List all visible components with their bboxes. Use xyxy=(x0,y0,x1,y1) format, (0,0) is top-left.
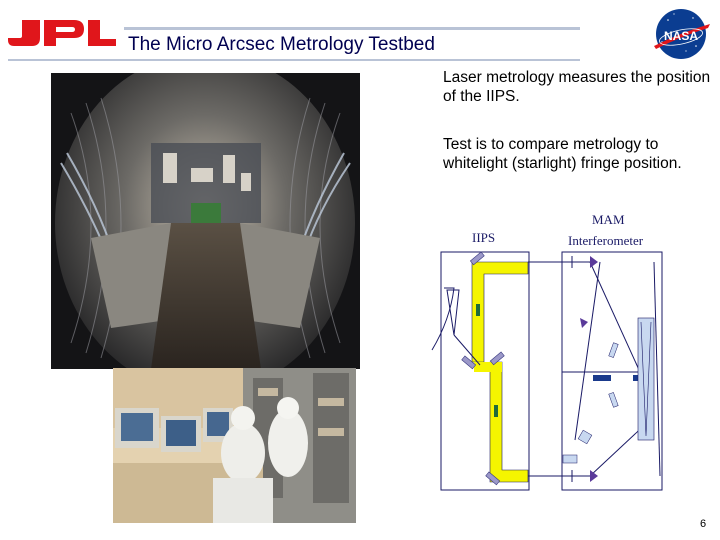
header-rule-left xyxy=(8,59,124,61)
testbed-chamber-photo xyxy=(51,73,360,369)
mirror-2 xyxy=(461,355,477,370)
label-iips: IIPS xyxy=(472,230,496,245)
beam-upper xyxy=(471,261,529,363)
nasa-logo-wordmark: NASA xyxy=(664,29,698,43)
beam-lower xyxy=(489,361,529,483)
mirror-1 xyxy=(469,251,485,266)
nasa-logo: NASA xyxy=(654,9,710,59)
detector-1 xyxy=(476,304,480,316)
header-rule-bottom xyxy=(124,59,580,61)
header-rule-top xyxy=(124,27,580,30)
bullet-laser-metrology: Laser metrology measures the position of… xyxy=(443,69,711,105)
label-interferometer: Interferometer xyxy=(568,233,644,248)
metrology-diagram xyxy=(431,251,663,491)
page-number: 6 xyxy=(700,518,707,530)
mirror-3 xyxy=(489,351,505,366)
slide-title: The Micro Arcsec Metrology Testbed xyxy=(128,34,435,55)
bullet-compare-fringe: Test is to compare metrology to whitelig… xyxy=(443,136,682,172)
beam-bridge xyxy=(474,362,502,372)
detector-2 xyxy=(494,405,498,417)
iips-box xyxy=(440,251,530,491)
lab-operators-photo xyxy=(113,368,356,523)
mirror-4 xyxy=(485,471,501,486)
label-mam: MAM xyxy=(592,212,625,227)
mam-box xyxy=(561,251,663,491)
beamsplitter xyxy=(593,375,611,381)
jpl-logo xyxy=(8,20,116,46)
cornercube-stack xyxy=(637,317,655,441)
